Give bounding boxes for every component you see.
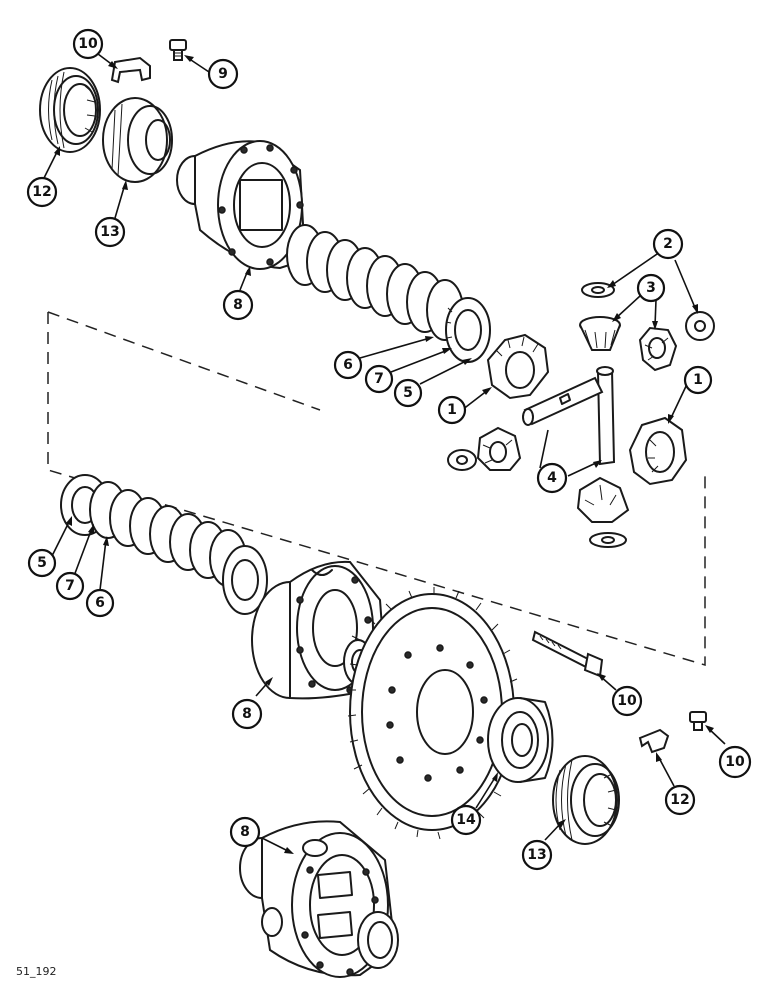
differential-case-middle — [251, 560, 387, 700]
ring-gear-bolt — [531, 630, 604, 678]
callout-8-middle: 8 — [231, 698, 263, 730]
bearing-cone-top — [102, 97, 173, 183]
callout-1-right: 1 — [683, 365, 713, 395]
callout-7-top: 7 — [364, 364, 394, 394]
callout-3: 3 — [636, 273, 666, 303]
callout-14-top: 13 — [94, 216, 126, 248]
thrust-washer-bottom — [589, 532, 627, 548]
callout-4: 4 — [536, 462, 568, 494]
pinion-cross-shaft — [522, 366, 616, 466]
callout-label: 4 — [547, 470, 557, 486]
callout-13-top: 12 — [26, 176, 58, 208]
callout-label: 8 — [233, 297, 243, 313]
pinion-gear-lower-left — [476, 426, 522, 471]
callout-label: 10 — [617, 693, 637, 709]
callout-label: 5 — [37, 555, 47, 571]
callout-label: 1 — [447, 402, 457, 418]
callout-1-left: 1 — [437, 395, 467, 425]
callout-label: 10 — [78, 36, 98, 52]
bolt-bottom — [689, 711, 707, 731]
callout-label: 13 — [527, 847, 546, 863]
differential-case-top — [176, 140, 307, 270]
callout-12-top: 10 — [72, 28, 104, 60]
callout-label: 5 — [403, 385, 413, 401]
bearing-cone-bottom — [487, 697, 554, 783]
pinion-gear-bottom — [576, 476, 630, 523]
callout-6-bottom: 6 — [85, 588, 115, 618]
side-gear-top — [486, 333, 550, 400]
callout-label: 7 — [65, 578, 75, 594]
leader-lines — [43, 53, 726, 854]
callout-8-bottom: 8 — [229, 816, 261, 848]
callout-14-bottom: 14 — [450, 804, 482, 836]
callout-label: 1 — [693, 372, 703, 388]
callout-10-bottom: 10 — [718, 745, 752, 779]
pinion-gear-right — [638, 326, 678, 372]
callout-5-top: 5 — [393, 378, 423, 408]
side-gear-right — [628, 416, 688, 486]
callout-6-top: 6 — [333, 350, 363, 380]
callout-label: 14 — [456, 812, 476, 828]
dashed-assembly-outline-top — [47, 311, 321, 411]
thrust-washer-upper — [581, 282, 615, 298]
callout-label: 9 — [218, 66, 228, 82]
callout-2: 2 — [652, 228, 684, 260]
thrust-washer-left — [447, 449, 477, 471]
callout-label: 12 — [670, 792, 689, 808]
retaining-clip-bottom — [638, 728, 670, 754]
callout-label: 12 — [32, 184, 51, 200]
callout-12-bottom: 12 — [664, 784, 696, 816]
retaining-clip-top — [110, 56, 151, 84]
callout-9: 10 — [611, 685, 643, 717]
callout-5-bottom: 5 — [27, 548, 57, 578]
callout-label: 6 — [95, 595, 105, 611]
callout-label: 2 — [663, 236, 673, 252]
clutch-disc-pack-lower — [60, 474, 268, 615]
callout-8-top: 8 — [222, 289, 254, 321]
callout-label: 13 — [100, 224, 119, 240]
callout-7-bottom: 7 — [55, 571, 85, 601]
callout-label: 6 — [343, 357, 353, 373]
clutch-disc-pack-top — [286, 224, 491, 363]
dashed-assembly-outline — [47, 312, 706, 667]
thrust-washer-right — [685, 311, 715, 341]
bearing-cup-bottom — [552, 755, 620, 845]
callout-10-top: 9 — [207, 58, 239, 90]
callout-label: 8 — [240, 824, 250, 840]
callout-label: 8 — [242, 706, 252, 722]
bolt-top — [169, 39, 187, 61]
pinion-gear-left — [579, 316, 621, 351]
differential-case-assembled — [239, 820, 399, 978]
callout-label: 3 — [646, 280, 656, 296]
callout-13-bottom: 13 — [521, 839, 553, 871]
drawing-reference-code: 51_192 — [16, 965, 57, 978]
callout-label: 7 — [374, 371, 384, 387]
callout-label: 10 — [725, 754, 745, 770]
bearing-cup-top — [39, 67, 101, 153]
